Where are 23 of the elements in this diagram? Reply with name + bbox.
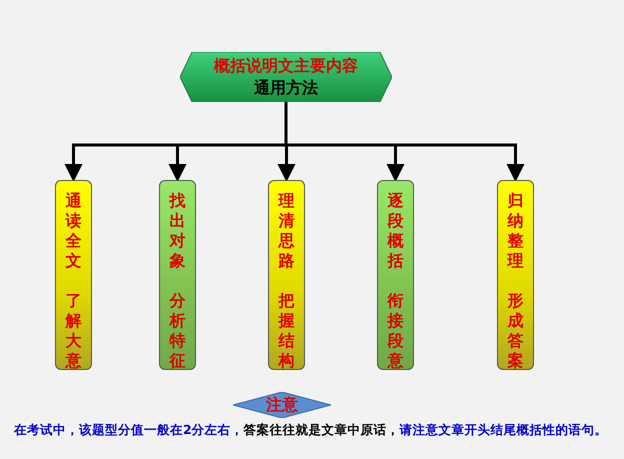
step-text: 形成答案 xyxy=(508,291,524,371)
step-box xyxy=(497,180,534,370)
title-text: 概括说明文主要内容 xyxy=(212,56,359,76)
title-hexagon xyxy=(180,52,392,102)
note-text: 请注意文章开头结尾概括性的语句。 xyxy=(400,422,608,437)
step-text: 分析特征 xyxy=(170,291,186,371)
step-box xyxy=(55,180,92,370)
step-box xyxy=(159,180,196,370)
note-text: 在考试中，该题型分值一般在2分左右， xyxy=(14,422,244,437)
step-text: 通读全文 xyxy=(66,191,82,271)
step-text: 衔接段意 xyxy=(388,291,404,371)
step-text: 归纳整理 xyxy=(508,191,524,271)
step-text: 逐段概括 xyxy=(388,191,404,271)
step-box xyxy=(377,180,414,370)
step-text: 把握结构 xyxy=(278,291,294,371)
note-diamond: 注意 xyxy=(233,392,331,418)
step-text: 了解大意 xyxy=(66,291,82,371)
step-text: 找出对象 xyxy=(170,191,186,271)
subtitle-text: 通用方法 xyxy=(253,78,319,98)
arrow xyxy=(284,102,524,182)
step-text: 理清思路 xyxy=(278,191,294,271)
note-text: 答案往往就是文章中原话， xyxy=(244,422,400,437)
step-box xyxy=(268,180,305,370)
